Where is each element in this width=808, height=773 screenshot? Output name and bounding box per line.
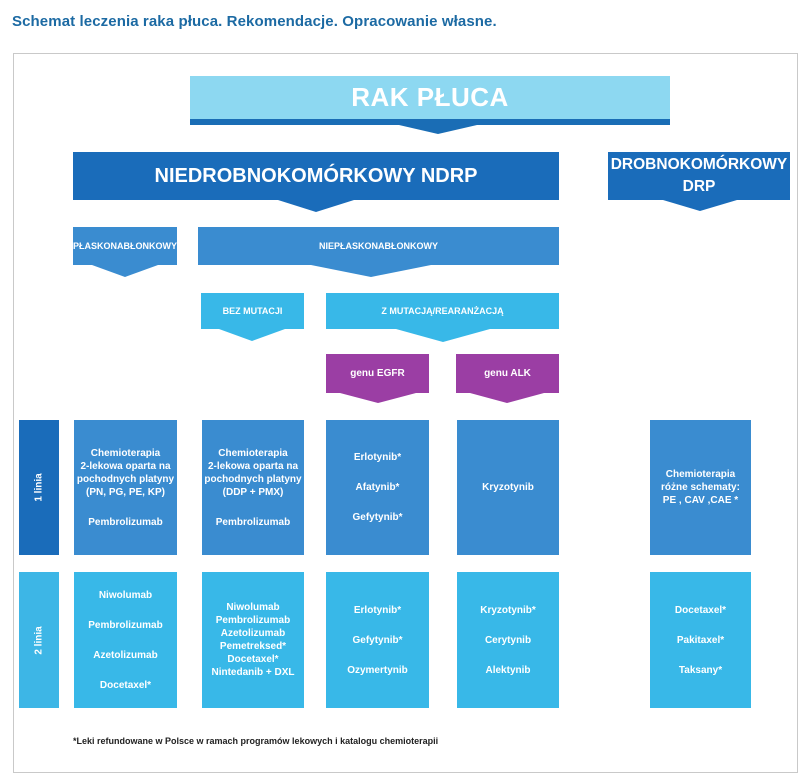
nonsquamous-arrow bbox=[311, 265, 431, 277]
egfr-arrow bbox=[340, 393, 416, 403]
second-line-egfr: Erlotynib* Gefytynib* Ozymertynib bbox=[326, 572, 429, 708]
node-egfr-label: genu EGFR bbox=[350, 368, 405, 379]
node-lung-cancer: RAK PŁUCA bbox=[190, 76, 670, 119]
node-nonsquamous: NIEPŁASKONABŁONKOWY bbox=[198, 227, 559, 265]
therapy-item: Pemetreksed* bbox=[219, 641, 287, 652]
therapy-item: Chemioterapia bbox=[218, 447, 288, 459]
therapy-item: Docetaxel* bbox=[99, 679, 152, 691]
second-line-alk: Kryzotynib* Cerytynib Alektynib bbox=[457, 572, 559, 708]
second-line-sclc: Docetaxel* Pakitaxel* Taksany* bbox=[650, 572, 751, 708]
with-mutation-arrow bbox=[396, 329, 490, 342]
node-nsclc: NIEDROBNOKOMÓRKOWY NDRP bbox=[73, 152, 559, 200]
therapy-item: Chemioterapia bbox=[90, 447, 161, 459]
second-line-label: 2 linia bbox=[19, 572, 59, 708]
therapy-item: Pembrolizumab bbox=[215, 615, 291, 626]
node-with-mutation-label: Z MUTACJĄ/REARANŻACJĄ bbox=[381, 306, 504, 316]
first-line-sclc: Chemioterapia różne schematy: PE , CAV ,… bbox=[650, 420, 751, 555]
node-squamous-label: PŁASKONABŁONKOWY bbox=[73, 241, 177, 251]
therapy-item: Chemioterapia bbox=[665, 469, 736, 480]
node-lung-cancer-underline bbox=[190, 119, 670, 125]
second-line-squamous: Niwolumab Pembrolizumab Azetolizumab Doc… bbox=[74, 572, 177, 708]
no-mutation-arrow bbox=[219, 329, 285, 341]
therapy-item: Nintedanib + DXL bbox=[211, 667, 295, 678]
therapy-item: Gefytynib* bbox=[352, 512, 403, 523]
first-line-squamous: Chemioterapia 2-lekowa oparta na pochodn… bbox=[74, 420, 177, 555]
footnote: *Leki refundowane w Polsce w ramach prog… bbox=[73, 736, 439, 746]
therapy-item: Pembrolizumab bbox=[88, 619, 163, 631]
therapy-item: Pakitaxel* bbox=[676, 634, 725, 646]
therapy-item: Pembrolizumab bbox=[88, 516, 163, 528]
root-arrow bbox=[399, 125, 477, 134]
therapy-item: Niwolumab bbox=[226, 602, 280, 613]
node-nsclc-label: NIEDROBNOKOMÓRKOWY NDRP bbox=[154, 164, 478, 187]
therapy-item: Afatynib* bbox=[355, 482, 400, 493]
alk-arrow bbox=[470, 393, 544, 403]
therapy-item: Niwolumab bbox=[98, 589, 153, 601]
therapy-item: różne schematy: bbox=[661, 482, 740, 493]
therapy-item: pochodnych platyny bbox=[76, 473, 175, 485]
therapy-item: Docetaxel* bbox=[227, 654, 279, 665]
therapy-item: 2-lekowa oparta na bbox=[207, 460, 299, 472]
therapy-item: (DDP + PMX) bbox=[222, 486, 284, 498]
therapy-item: 2-lekowa oparta na bbox=[80, 460, 171, 472]
first-line-no-mutation: Chemioterapia 2-lekowa oparta na pochodn… bbox=[202, 420, 304, 555]
node-alk-label: genu ALK bbox=[484, 368, 531, 379]
node-lung-cancer-label: RAK PŁUCA bbox=[351, 82, 509, 112]
node-no-mutation: BEZ MUTACJI bbox=[201, 293, 304, 329]
node-with-mutation: Z MUTACJĄ/REARANŻACJĄ bbox=[326, 293, 559, 329]
nsclc-arrow bbox=[278, 200, 354, 212]
therapy-item: Kryzotynib bbox=[482, 482, 534, 493]
node-sclc-label-1: DROBNOKOMÓRKOWY bbox=[610, 156, 788, 173]
therapy-item: Ozymertynib bbox=[347, 664, 408, 676]
first-line-alk: Kryzotynib bbox=[457, 420, 559, 555]
squamous-arrow bbox=[92, 265, 158, 277]
second-line-no-mutation: Niwolumab Pembrolizumab Azetolizumab Pem… bbox=[202, 572, 304, 708]
therapy-item: Azetolizumab bbox=[93, 649, 158, 661]
therapy-item: Erlotynib* bbox=[353, 604, 402, 616]
second-line-label-text: 2 linia bbox=[33, 625, 45, 655]
node-squamous: PŁASKONABŁONKOWY bbox=[73, 227, 177, 265]
sclc-arrow bbox=[663, 200, 737, 211]
therapy-item: PE , CAV ,CAE * bbox=[662, 495, 739, 506]
therapy-item: Cerytynib bbox=[484, 634, 532, 646]
page-title: Schemat leczenia raka płuca. Rekomendacj… bbox=[12, 13, 497, 30]
first-line-egfr: Erlotynib* Afatynib* Gefytynib* bbox=[326, 420, 429, 555]
therapy-item: Kryzotynib* bbox=[480, 604, 536, 616]
node-alk: genu ALK bbox=[456, 354, 559, 393]
first-line-label: 1 linia bbox=[19, 420, 59, 555]
node-egfr: genu EGFR bbox=[326, 354, 429, 393]
therapy-item: pochodnych platyny bbox=[204, 473, 302, 485]
therapy-item: Erlotynib* bbox=[353, 452, 402, 463]
therapy-item: Gefytynib* bbox=[352, 634, 403, 646]
therapy-item: (PN, PG, PE, KP) bbox=[86, 486, 165, 498]
node-sclc: DROBNOKOMÓRKOWY DRP bbox=[608, 152, 790, 200]
node-sclc-label-2: DRP bbox=[682, 178, 716, 195]
therapy-item: Azetolizumab bbox=[220, 628, 286, 639]
therapy-item: Taksany* bbox=[678, 664, 723, 676]
node-no-mutation-label: BEZ MUTACJI bbox=[222, 306, 283, 316]
node-nonsquamous-label: NIEPŁASKONABŁONKOWY bbox=[319, 241, 438, 251]
first-line-label-text: 1 linia bbox=[33, 473, 45, 502]
therapy-item: Alektynib bbox=[485, 664, 531, 676]
therapy-item: Pembrolizumab bbox=[215, 516, 291, 528]
therapy-item: Docetaxel* bbox=[674, 604, 727, 616]
